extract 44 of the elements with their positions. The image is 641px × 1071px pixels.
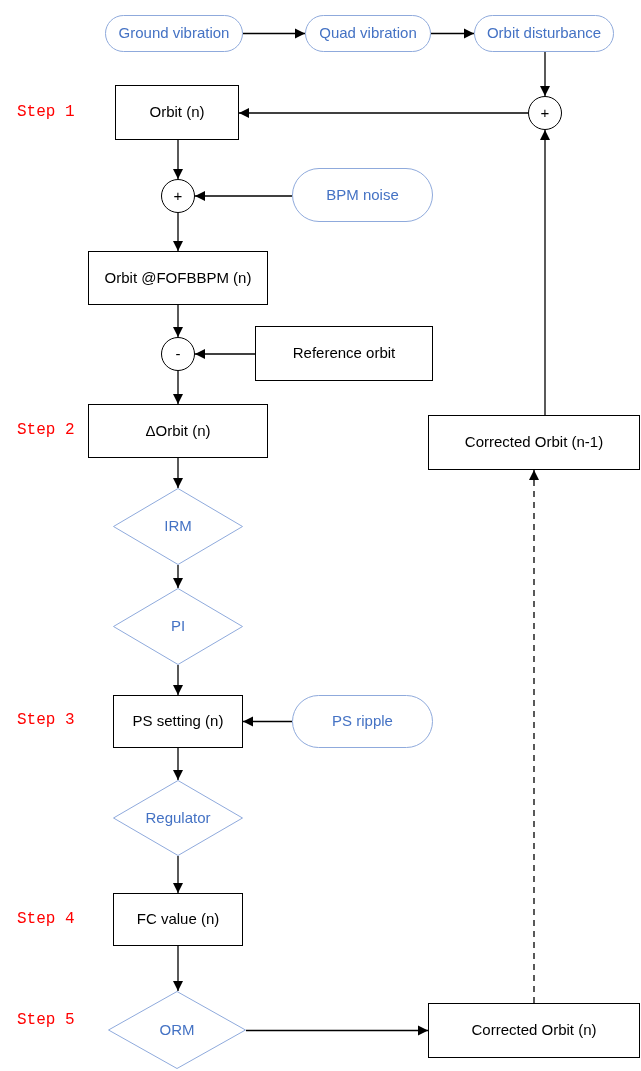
arrow bbox=[172, 457, 184, 489]
process-box: ΔOrbit (n) bbox=[88, 404, 268, 458]
arrow bbox=[430, 28, 475, 39]
arrow bbox=[172, 945, 184, 992]
process-box: PS setting (n) bbox=[113, 695, 243, 748]
arrow bbox=[172, 370, 184, 405]
terminal-pill: PS ripple bbox=[292, 695, 433, 748]
arrow bbox=[539, 129, 551, 416]
arrow bbox=[528, 469, 540, 1004]
decision-diamond: IRM bbox=[113, 488, 243, 565]
step-label: Step 5 bbox=[17, 1012, 75, 1028]
step-label: Step 3 bbox=[17, 712, 75, 728]
step-label: Step 1 bbox=[17, 104, 75, 120]
arrow bbox=[245, 1025, 429, 1036]
summing-junction: + bbox=[528, 96, 562, 130]
terminal-pill: Ground vibration bbox=[105, 15, 243, 52]
arrow bbox=[172, 139, 184, 180]
process-box: Corrected Orbit (n-1) bbox=[428, 415, 640, 470]
decision-diamond: PI bbox=[113, 588, 243, 665]
summing-junction: + bbox=[161, 179, 195, 213]
arrow bbox=[242, 716, 293, 727]
arrow bbox=[242, 28, 306, 39]
process-box: Reference orbit bbox=[255, 326, 433, 381]
arrow bbox=[194, 348, 256, 360]
decision-diamond: Regulator bbox=[113, 780, 243, 856]
arrow bbox=[172, 212, 184, 252]
terminal-pill: BPM noise bbox=[292, 168, 433, 222]
process-box: Orbit @FOFBBPM (n) bbox=[88, 251, 268, 305]
arrow bbox=[172, 664, 184, 696]
process-box: Corrected Orbit (n) bbox=[428, 1003, 640, 1058]
step-label: Step 4 bbox=[17, 911, 75, 927]
arrow bbox=[172, 747, 184, 781]
process-box: FC value (n) bbox=[113, 893, 243, 946]
arrow bbox=[172, 304, 184, 338]
decision-diamond: ORM bbox=[108, 991, 246, 1069]
terminal-pill: Quad vibration bbox=[305, 15, 431, 52]
arrow bbox=[194, 190, 293, 202]
arrow bbox=[172, 564, 184, 589]
terminal-pill: Orbit disturbance bbox=[474, 15, 614, 52]
summing-junction: - bbox=[161, 337, 195, 371]
arrow bbox=[238, 107, 529, 119]
arrow bbox=[539, 51, 551, 97]
arrow bbox=[172, 855, 184, 894]
process-box: Orbit (n) bbox=[115, 85, 239, 140]
